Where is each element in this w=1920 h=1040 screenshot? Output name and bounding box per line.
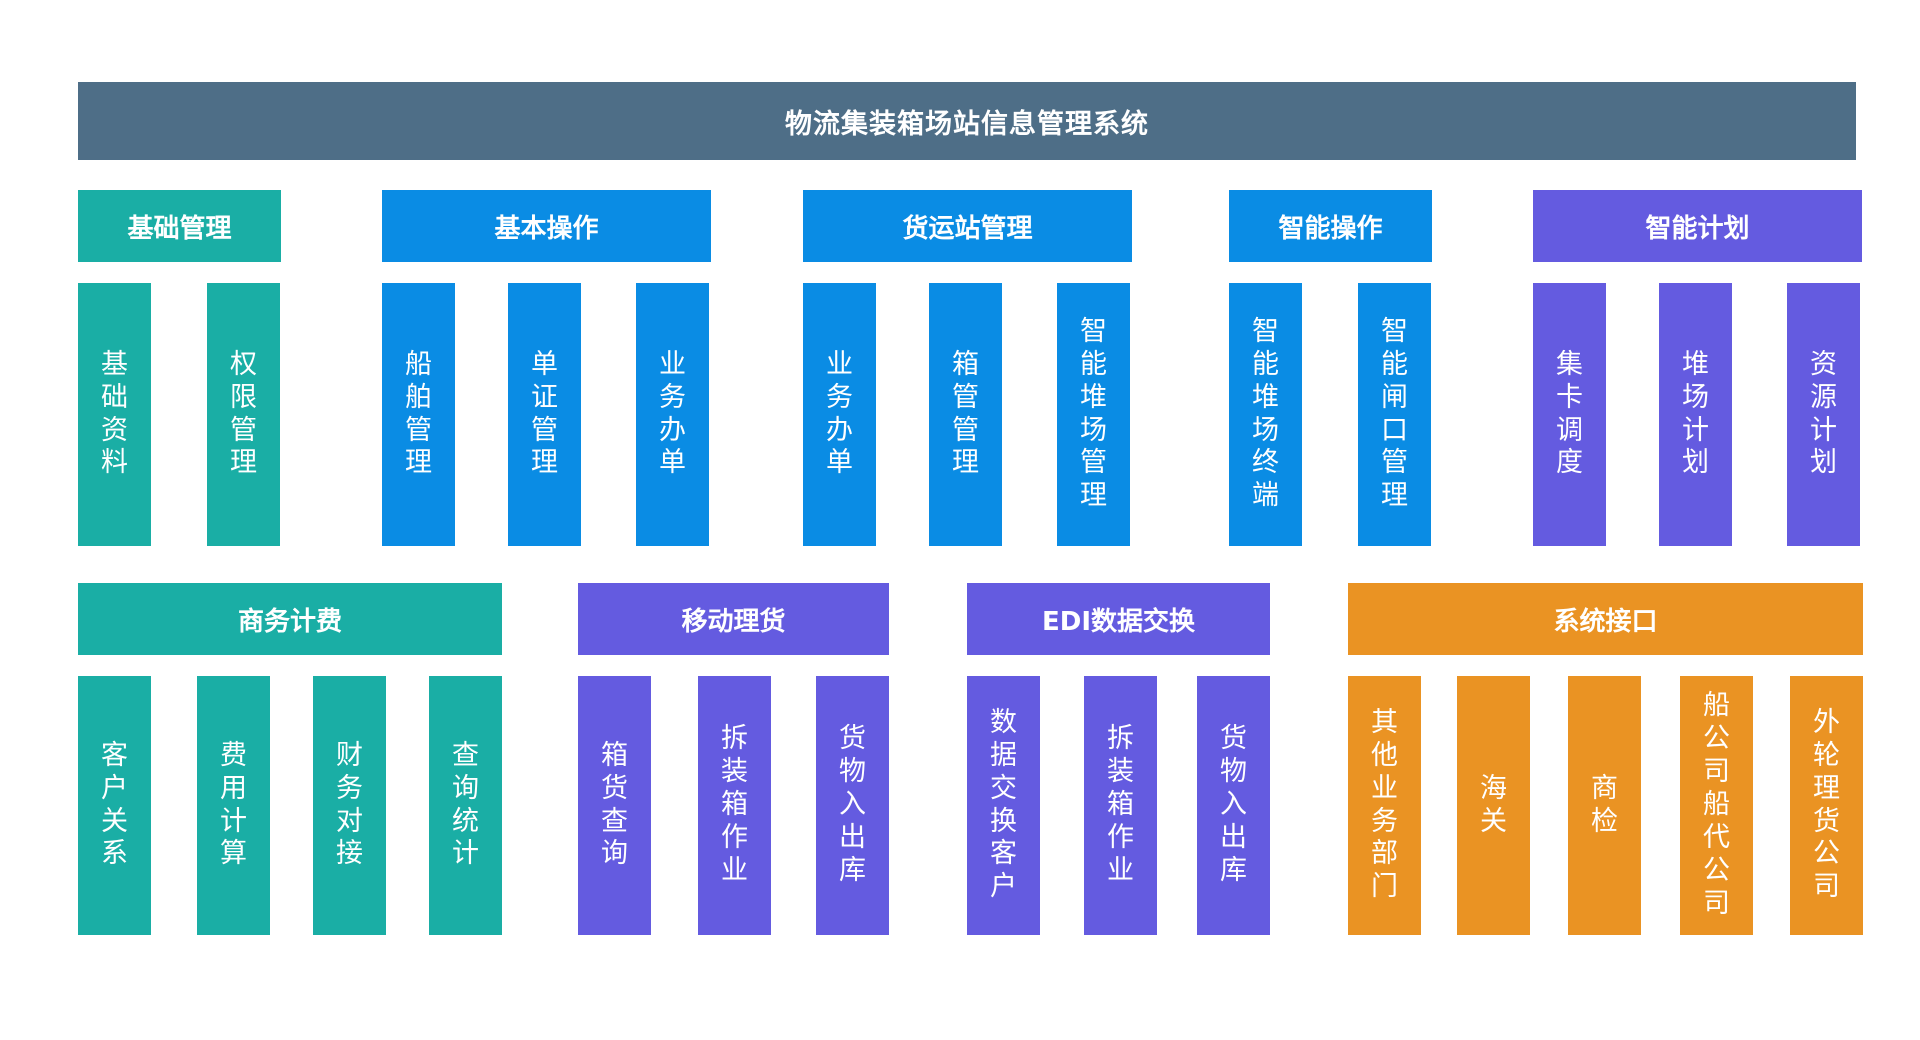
module-block: 拆装箱作业 — [1084, 676, 1157, 935]
group-mobile-tally: 移动理货箱货查询 拆装箱作业 货物入出库 — [578, 583, 889, 935]
module-block: 智能闸口管理 — [1358, 283, 1431, 546]
module-label: 基础资料 — [101, 348, 128, 479]
module-block: 数据交换客户 — [967, 676, 1040, 935]
module-label: 查询统计 — [452, 739, 479, 870]
module-label: 拆装箱作业 — [721, 723, 748, 886]
group-header: 基本操作 — [382, 190, 711, 262]
module-label: 客户关系 — [101, 739, 128, 870]
group-smart-planning: 智能计划集卡调度 堆场计划 资源计划 — [1533, 190, 1862, 546]
module-block: 权限管理 — [207, 283, 280, 546]
module-block: 箱管管理 — [929, 283, 1002, 546]
module-label: 权限管理 — [230, 348, 257, 479]
module-block: 单证管理 — [508, 283, 581, 546]
module-label: 船舶管理 — [405, 348, 432, 479]
module-label: 业务办单 — [826, 348, 853, 479]
module-block: 费用计算 — [197, 676, 270, 935]
module-block: 海关 — [1457, 676, 1530, 935]
module-label: 堆场计划 — [1682, 348, 1709, 479]
group-freight-station: 货运站管理业务办单 箱管管理 智能堆场管理 — [803, 190, 1132, 546]
group-basic-operations: 基本操作船舶管理 单证管理 业务办单 — [382, 190, 711, 546]
module-label: 商检 — [1591, 772, 1618, 837]
module-block: 拆装箱作业 — [698, 676, 771, 935]
group-header: 系统接口 — [1348, 583, 1863, 655]
group-edi-exchange: EDI数据交换数据交换客户 拆装箱作业 货物入出库 — [967, 583, 1270, 935]
module-label: 拆装箱作业 — [1107, 723, 1134, 886]
module-label: 货物入出库 — [1220, 723, 1247, 886]
module-block: 堆场计划 — [1659, 283, 1732, 546]
group-smart-operations: 智能操作智能堆场终端 智能闸口管理 — [1229, 190, 1432, 546]
module-block: 其他业务部门 — [1348, 676, 1421, 935]
module-label: 费用计算 — [220, 739, 247, 870]
group-header: 商务计费 — [78, 583, 502, 655]
module-block: 智能堆场终端 — [1229, 283, 1302, 546]
module-label: 集卡调度 — [1556, 348, 1583, 479]
group-header: 基础管理 — [78, 190, 281, 262]
module-block: 业务办单 — [636, 283, 709, 546]
module-label: 船公司船代公司 — [1703, 690, 1730, 919]
module-block: 查询统计 — [429, 676, 502, 935]
group-header: EDI数据交换 — [967, 583, 1270, 655]
group-business-billing: 商务计费客户关系 费用计算 财务对接 查询统计 — [78, 583, 502, 935]
module-label: 海关 — [1480, 772, 1507, 837]
module-label: 业务办单 — [659, 348, 686, 479]
group-header: 智能操作 — [1229, 190, 1432, 262]
module-block: 智能堆场管理 — [1057, 283, 1130, 546]
module-label: 单证管理 — [531, 348, 558, 479]
module-label: 智能堆场管理 — [1080, 315, 1107, 512]
module-block: 船舶管理 — [382, 283, 455, 546]
group-header: 货运站管理 — [803, 190, 1132, 262]
module-label: 财务对接 — [336, 739, 363, 870]
module-block: 财务对接 — [313, 676, 386, 935]
module-label: 货物入出库 — [839, 723, 866, 886]
module-label: 数据交换客户 — [990, 706, 1017, 903]
module-label: 智能堆场终端 — [1252, 315, 1279, 512]
module-label: 外轮理货公司 — [1813, 706, 1840, 903]
group-header: 智能计划 — [1533, 190, 1862, 262]
module-block: 货物入出库 — [816, 676, 889, 935]
group-system-interfaces: 系统接口其他业务部门 海关 商检 船公司船代公司 外轮理货公司 — [1348, 583, 1863, 935]
module-block: 资源计划 — [1787, 283, 1860, 546]
module-block: 外轮理货公司 — [1790, 676, 1863, 935]
module-block: 船公司船代公司 — [1680, 676, 1753, 935]
module-block: 箱货查询 — [578, 676, 651, 935]
module-block: 货物入出库 — [1197, 676, 1270, 935]
module-block: 商检 — [1568, 676, 1641, 935]
module-block: 基础资料 — [78, 283, 151, 546]
group-header: 移动理货 — [578, 583, 889, 655]
group-basic-management: 基础管理基础资料 权限管理 — [78, 190, 281, 546]
module-label: 智能闸口管理 — [1381, 315, 1408, 512]
module-label: 其他业务部门 — [1371, 706, 1398, 903]
module-block: 集卡调度 — [1533, 283, 1606, 546]
module-label: 箱货查询 — [601, 739, 628, 870]
module-block: 客户关系 — [78, 676, 151, 935]
module-label: 箱管管理 — [952, 348, 979, 479]
module-block: 业务办单 — [803, 283, 876, 546]
module-label: 资源计划 — [1810, 348, 1837, 479]
system-title: 物流集装箱场站信息管理系统 — [78, 82, 1856, 160]
